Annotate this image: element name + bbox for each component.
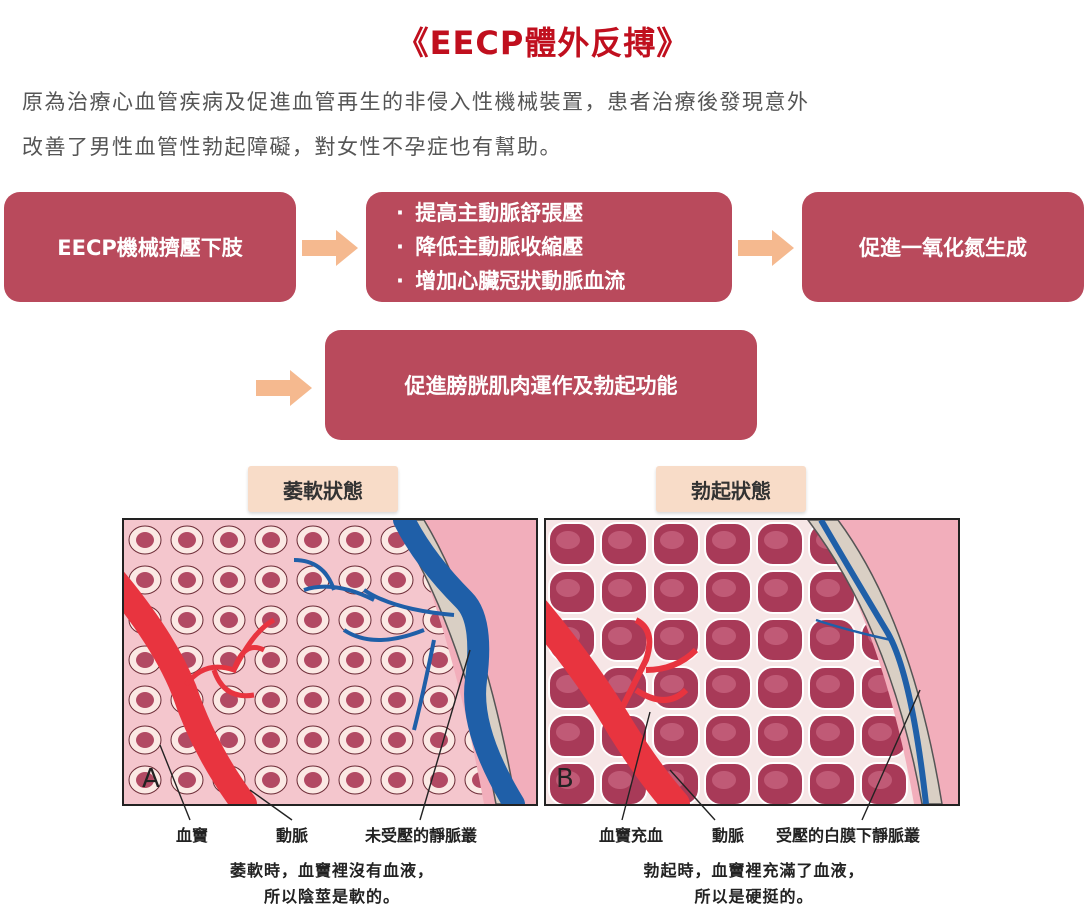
- erect-state-label: 勃起狀態: [656, 466, 806, 512]
- annotation-artery: 動脈: [712, 826, 745, 845]
- intro-text: 原為治療心血管疾病及促進血管再生的非侵入性機械裝置，患者治療後發現意外 改善了男…: [22, 80, 1072, 170]
- arrow-right-icon: [256, 370, 312, 406]
- effects-item: 提高主動脈舒張壓: [396, 196, 625, 230]
- flow-step-eecp: EECP機械擠壓下肢: [4, 192, 296, 302]
- arrow-right-icon: [738, 230, 794, 266]
- effects-item: 降低主動脈收縮壓: [396, 230, 625, 264]
- panel-letter-a: A: [142, 764, 160, 794]
- flow-step-no: 促進一氧化氮生成: [802, 192, 1084, 302]
- annotation-sinus: 血竇: [176, 826, 209, 845]
- effects-list: 提高主動脈舒張壓 降低主動脈收縮壓 增加心臟冠狀動脈血流: [396, 196, 625, 298]
- intro-line-1: 原為治療心血管疾病及促進血管再生的非侵入性機械裝置，患者治療後發現意外: [22, 90, 810, 114]
- annotation-artery: 動脈: [276, 826, 309, 845]
- erect-illustration: B: [544, 518, 960, 806]
- effects-item: 增加心臟冠狀動脈血流: [396, 264, 625, 298]
- flow-step-eecp-label: EECP機械擠壓下肢: [57, 236, 243, 260]
- flaccid-svg: [124, 520, 536, 804]
- erect-caption: 勃起時，血竇裡充滿了血液， 所以是硬挺的。: [594, 858, 914, 910]
- annotation-compressed-plexus: 受壓的白膜下靜脈叢: [776, 826, 921, 845]
- flow-step-function: 促進膀胱肌肉運作及勃起功能: [325, 330, 757, 440]
- flaccid-caption: 萎軟時，血竇裡沒有血液， 所以陰莖是軟的。: [172, 858, 492, 910]
- erect-caption-line-2: 所以是硬挺的。: [694, 887, 814, 906]
- erect-svg: [546, 520, 958, 804]
- flaccid-illustration: A: [122, 518, 538, 806]
- erect-caption-line-1: 勃起時，血竇裡充滿了血液，: [643, 861, 865, 880]
- flow-step-no-label: 促進一氧化氮生成: [859, 236, 1027, 260]
- intro-line-2: 改善了男性血管性勃起障礙，對女性不孕症也有幫助。: [22, 135, 562, 159]
- annotation-vein-plexus: 未受壓的靜脈叢: [365, 826, 478, 845]
- flaccid-state-label: 萎軟狀態: [248, 466, 398, 512]
- annotation-sinus-filled: 血竇充血: [599, 826, 664, 845]
- panel-letter-b: B: [556, 764, 574, 794]
- flow-step-function-label: 促進膀胱肌肉運作及勃起功能: [404, 374, 678, 398]
- arrow-right-icon: [302, 230, 358, 266]
- flow-step-effects: 提高主動脈舒張壓 降低主動脈收縮壓 增加心臟冠狀動脈血流: [366, 192, 732, 302]
- flaccid-caption-line-1: 萎軟時，血竇裡沒有血液，: [229, 861, 434, 880]
- page-title: 《EECP體外反搏》: [396, 24, 690, 62]
- flaccid-caption-line-2: 所以陰莖是軟的。: [263, 887, 400, 906]
